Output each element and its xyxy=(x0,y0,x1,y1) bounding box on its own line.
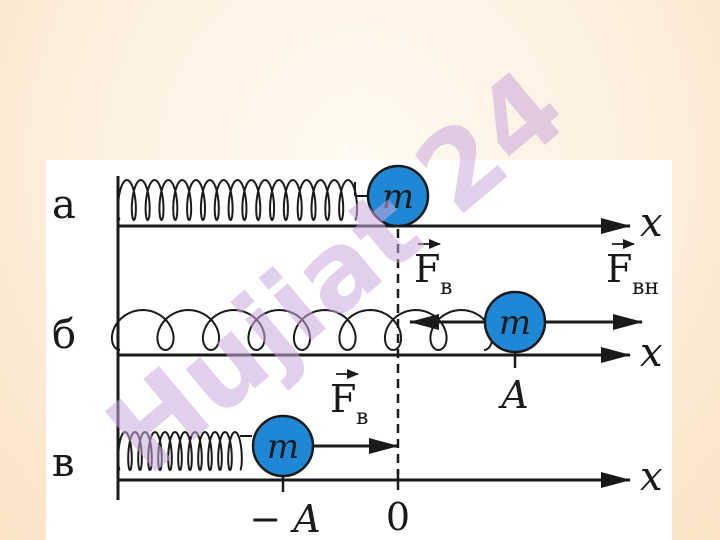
force-label-elastic-2: F в xyxy=(330,369,368,430)
spring-a xyxy=(116,178,359,222)
force-label-elastic-1: F в xyxy=(414,239,452,300)
svg-text:вн: вн xyxy=(632,275,659,300)
spring-v xyxy=(117,430,243,472)
svg-text:в: в xyxy=(356,405,368,430)
diagram-panel xyxy=(46,160,672,540)
row-label-v: в xyxy=(52,440,75,486)
row-label-b: б xyxy=(52,312,76,358)
ball-v: m xyxy=(251,414,315,478)
tick-label-amplitude-neg: − A xyxy=(249,497,320,540)
svg-text:F: F xyxy=(606,247,632,291)
row-label-a: а xyxy=(52,182,76,228)
mass-label-b: m xyxy=(499,303,531,343)
tick-label-origin: 0 xyxy=(386,495,410,539)
axis-label-a: x xyxy=(640,200,663,246)
tick-label-amplitude-pos: A xyxy=(498,373,528,417)
svg-text:в: в xyxy=(440,275,452,300)
svg-text:F: F xyxy=(414,247,440,291)
watermark: Hujiat 24 xyxy=(84,46,589,498)
axis-label-b: x xyxy=(640,330,663,376)
ball-a: m xyxy=(366,164,430,228)
ball-b: m xyxy=(483,290,547,354)
force-label-external: F вн xyxy=(606,239,659,300)
mass-label-v: m xyxy=(267,427,299,467)
svg-text:F: F xyxy=(330,377,356,421)
mass-label-a: m xyxy=(382,177,414,217)
axis-label-v: x xyxy=(640,454,663,500)
